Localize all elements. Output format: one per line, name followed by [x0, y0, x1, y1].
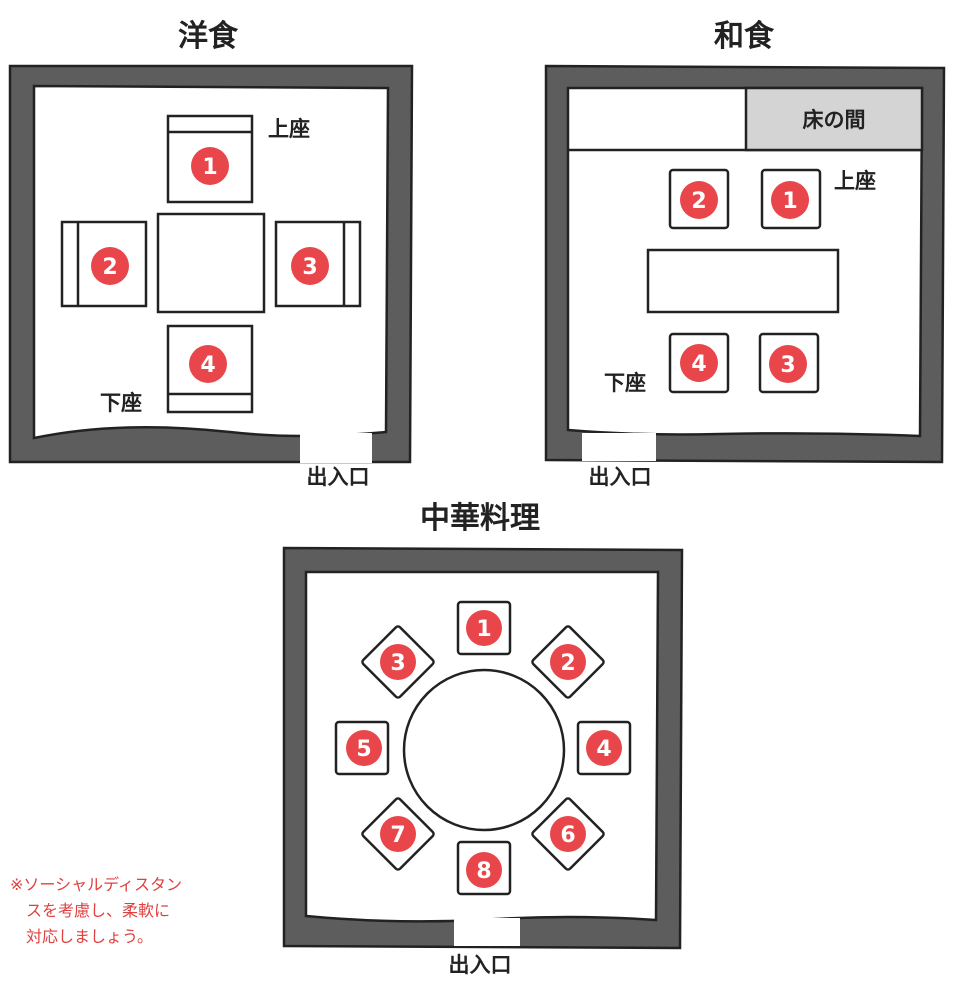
svg-text:1: 1 [476, 617, 491, 642]
svg-text:3: 3 [780, 353, 795, 378]
western-title: 洋食 [178, 19, 239, 54]
svg-text:5: 5 [356, 737, 371, 762]
western-table [156, 212, 266, 314]
note-line-3: 対応しましょう。 [26, 927, 153, 946]
western-entrance-label: 出入口 [307, 465, 370, 489]
japanese-seat-3: 3 [769, 345, 807, 383]
tokonoma-box [744, 86, 924, 152]
western-seat-4: 4 [189, 345, 227, 383]
chinese-seat-6: 6 [550, 816, 586, 852]
svg-text:2: 2 [560, 651, 575, 676]
svg-text:3: 3 [302, 255, 317, 280]
social-distance-note: ※ソーシャルディスタン スを考慮し、柔軟に 対応しましょう。 [10, 875, 182, 946]
japanese-room: 和食 床の間 1 2 3 4 上座 下座 出入口 [544, 19, 946, 489]
chinese-round-table [402, 668, 566, 832]
japanese-seat-1: 1 [771, 181, 809, 219]
japanese-seat-4: 4 [680, 344, 718, 382]
svg-text:4: 4 [596, 737, 611, 762]
western-doorway [300, 433, 372, 463]
japanese-entrance-label: 出入口 [589, 465, 652, 489]
japanese-title: 和食 [714, 19, 775, 54]
western-seat-2: 2 [91, 247, 129, 285]
chinese-seat-5: 5 [346, 730, 382, 766]
chinese-seat-2: 2 [550, 644, 586, 680]
svg-text:4: 4 [691, 352, 706, 377]
japanese-lower-seat-label: 下座 [604, 371, 646, 395]
western-seat-1: 1 [191, 147, 229, 185]
western-room: 洋食 1 2 [8, 19, 414, 489]
japanese-upper-seat-label: 上座 [834, 169, 876, 193]
svg-text:1: 1 [202, 155, 217, 180]
svg-text:4: 4 [200, 353, 215, 378]
svg-text:3: 3 [390, 651, 405, 676]
svg-text:2: 2 [691, 189, 706, 214]
western-seat-3: 3 [291, 247, 329, 285]
japanese-doorway [582, 433, 656, 461]
chinese-seat-4: 4 [586, 730, 622, 766]
western-upper-seat-label: 上座 [268, 117, 310, 141]
japanese-seat-2: 2 [680, 181, 718, 219]
chinese-seat-7: 7 [380, 816, 416, 852]
svg-text:2: 2 [102, 255, 117, 280]
svg-text:1: 1 [782, 189, 797, 214]
note-line-2: スを考慮し、柔軟に [26, 901, 170, 920]
chinese-seat-1: 1 [466, 610, 502, 646]
chinese-entrance-label: 出入口 [449, 953, 512, 977]
chinese-doorway [454, 918, 520, 946]
chinese-seat-8: 8 [466, 852, 502, 888]
svg-text:6: 6 [560, 823, 575, 848]
chinese-seat-3: 3 [380, 644, 416, 680]
chinese-room: 中華料理 1 2 3 4 5 [282, 501, 684, 977]
western-lower-seat-label: 下座 [100, 391, 142, 415]
tokonoma-label: 床の間 [803, 108, 866, 132]
note-line-1: ※ソーシャルディスタン [10, 875, 182, 894]
japanese-table [646, 248, 840, 314]
chinese-title: 中華料理 [420, 501, 540, 536]
svg-text:8: 8 [476, 859, 491, 884]
svg-text:7: 7 [390, 823, 405, 848]
